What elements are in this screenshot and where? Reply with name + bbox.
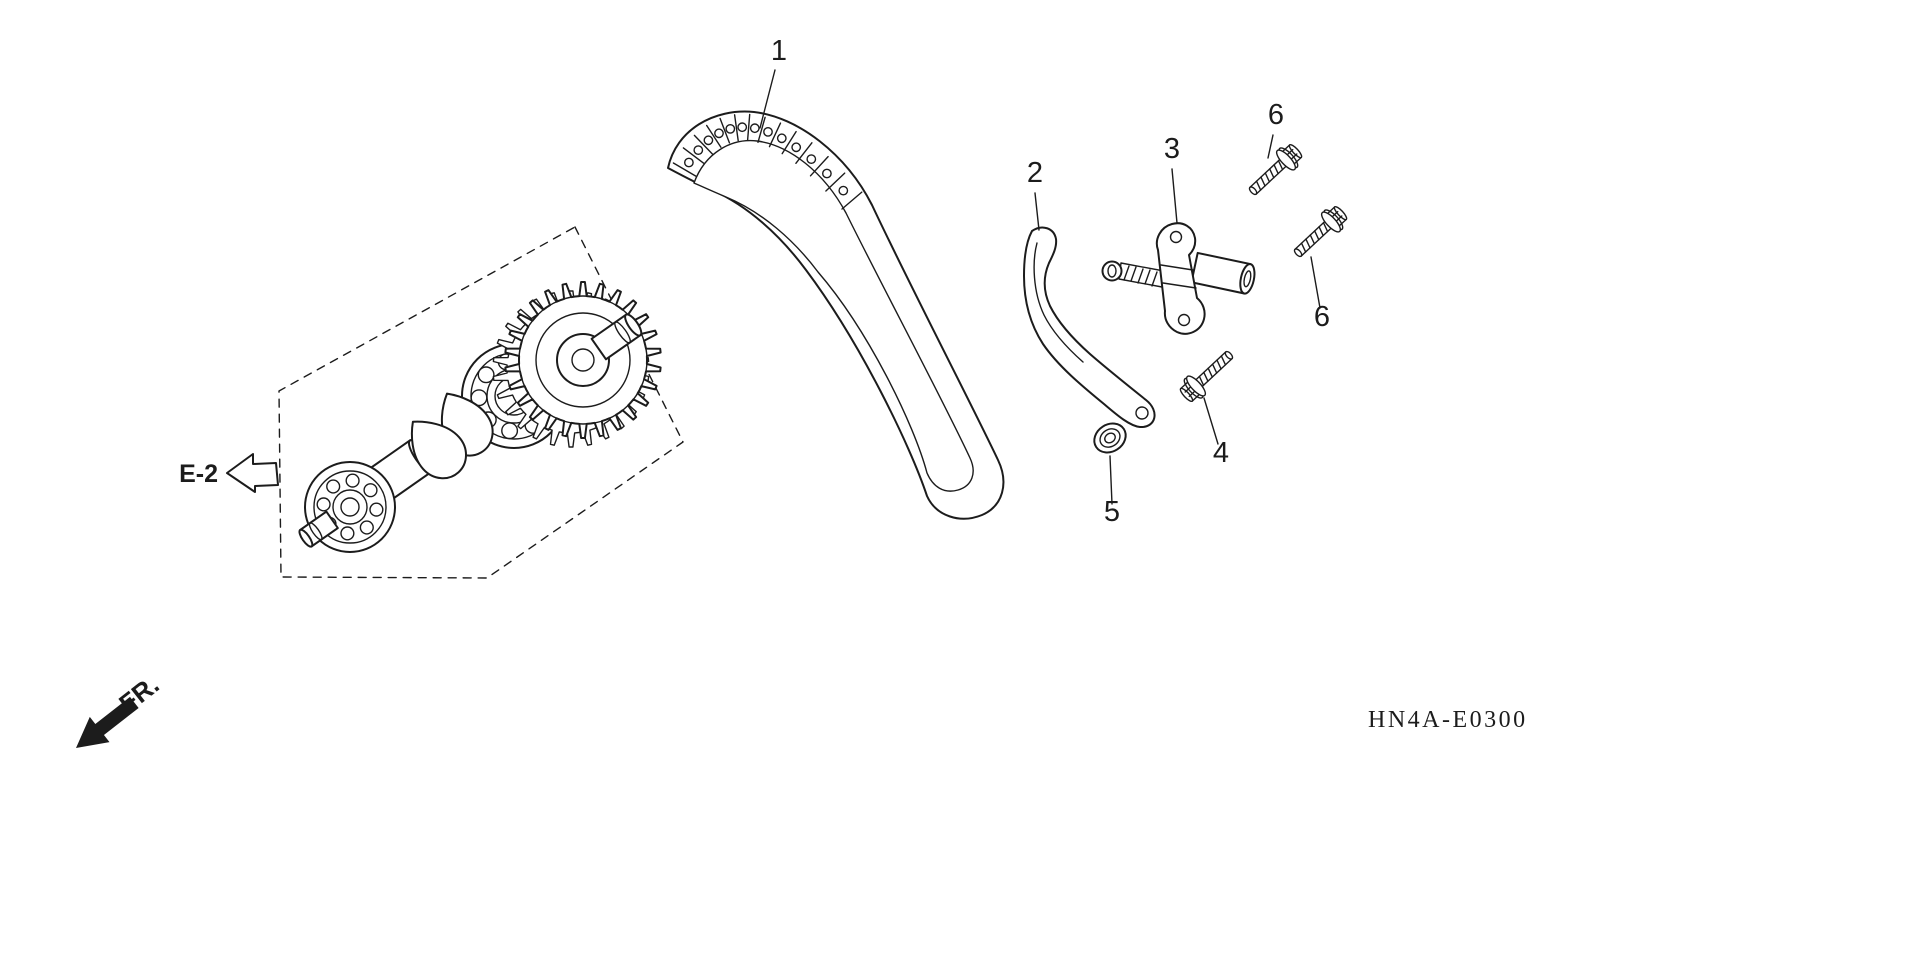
ref-e2: E-2 [179,453,279,493]
cam-lobe-2 [410,420,468,480]
sealing-washer-5 [1093,422,1127,454]
chain-guide-arm-pivot-hole [1135,406,1149,420]
leader-lines [759,69,1321,505]
callout-6-lower: 6 [1314,301,1330,333]
cam-sprocket-bore [571,348,595,372]
bracket-upper-bolt-hole [1169,230,1183,244]
cam-chain-links [672,113,863,210]
flange-bolt-6-upper [1241,139,1307,203]
e2-arrow-icon [226,453,279,493]
cam-chain [667,110,1005,520]
cam-sprocket-root-circle [518,295,648,425]
camshaft-assembly [298,281,662,553]
cam-chain-inner-outline [693,139,974,492]
sealing-bolt-4 [1175,343,1241,407]
cam-sprocket-step [535,312,631,408]
diagram-code: HN4A-E0300 [1368,707,1528,733]
chain-guide-arm-inner-edge [1033,242,1084,363]
chain-guide-arm [1023,226,1156,429]
flange-bolt-6-lower [1286,201,1352,265]
front-marker: FR. [76,669,165,748]
callout-labels: 1 2 3 4 5 6 6 [771,35,1330,528]
chain-guide-arm-outline [1023,226,1156,429]
tensioner-body-cylinder [1190,251,1256,295]
cam-chain-tensioner [1101,222,1256,335]
callout-4: 4 [1213,437,1229,469]
callout-6-upper: 6 [1268,99,1284,131]
tensioner-mount-bracket [1155,222,1206,335]
tensioner-plunger [1101,260,1165,288]
camshaft-end-stub [298,510,339,548]
callout-1: 1 [771,35,787,67]
e2-label: E-2 [179,460,218,488]
callout-2: 2 [1027,157,1043,189]
bearing-balls [316,473,384,541]
callout-3: 3 [1164,133,1180,165]
callout-5: 5 [1104,496,1120,528]
e2-reference-boundary [278,226,684,579]
fr-arrow-icon [76,696,139,748]
bracket-lower-bolt-hole [1177,313,1191,327]
camshaft-front-stub [590,313,643,361]
